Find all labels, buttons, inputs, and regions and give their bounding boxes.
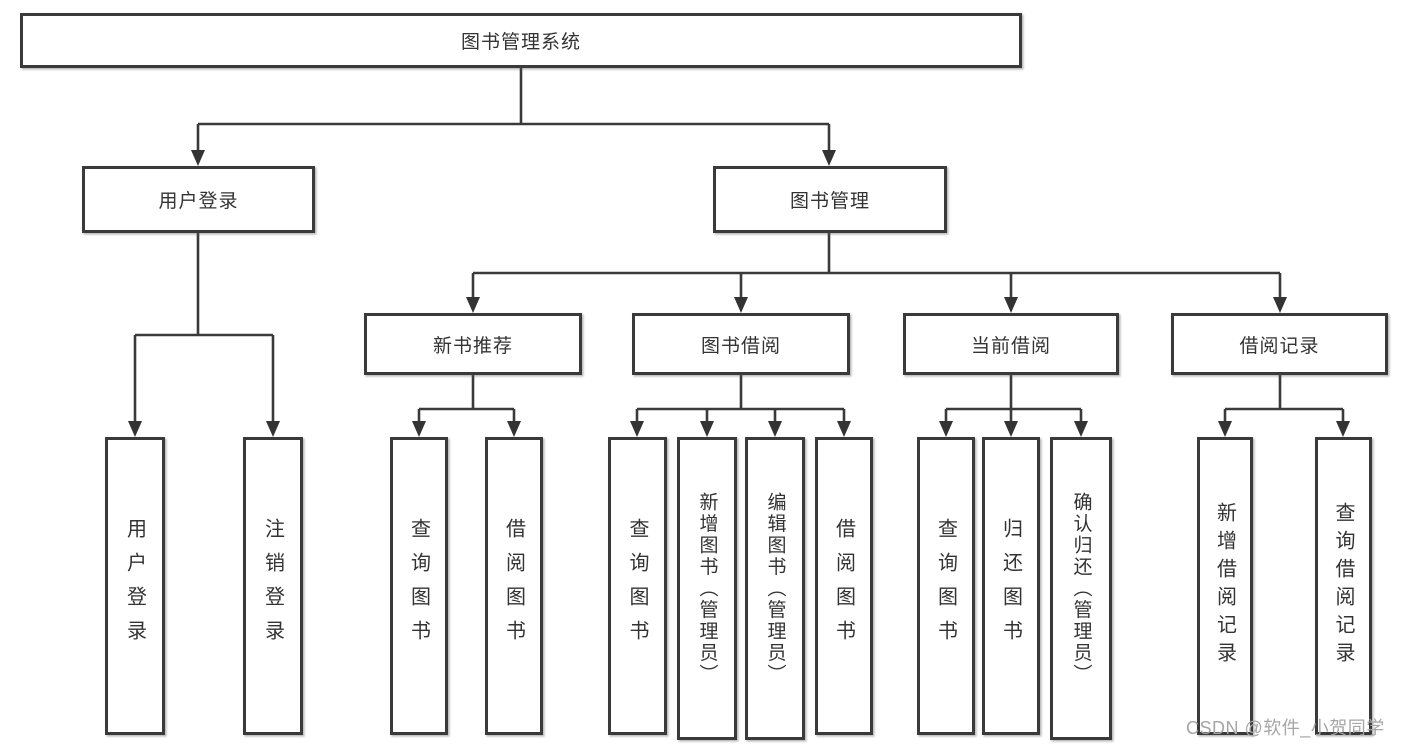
node-logout-leaf: 注销登录 bbox=[243, 437, 303, 735]
node-bb-borrow-books: 借阅图书 bbox=[815, 437, 873, 735]
node-bb-query-books: 查询图书 bbox=[608, 437, 667, 735]
node-current-borrowing: 当前借阅 bbox=[903, 313, 1119, 375]
node-cb-return-books: 归还图书 bbox=[982, 437, 1040, 735]
node-bb-edit-books-admin: 编辑图书（管理员） bbox=[745, 437, 805, 740]
csdn-watermark: CSDN @软件_小贺同学 bbox=[1186, 718, 1385, 738]
node-user-login-leaf: 用户登录 bbox=[105, 437, 165, 735]
node-book-management-branch: 图书管理 bbox=[713, 166, 947, 233]
node-bb-add-books-admin: 新增图书（管理员） bbox=[677, 437, 737, 740]
node-borrowing-records: 借阅记录 bbox=[1171, 313, 1388, 375]
node-root-system: 图书管理系统 bbox=[20, 13, 1022, 68]
node-cb-query-books: 查询图书 bbox=[917, 437, 975, 735]
node-nb-borrow-books: 借阅图书 bbox=[485, 437, 543, 735]
node-cb-confirm-return-admin: 确认归还（管理员） bbox=[1050, 437, 1112, 740]
node-new-book-recommend: 新书推荐 bbox=[364, 313, 582, 375]
node-br-query-record: 查询借阅记录 bbox=[1315, 437, 1372, 735]
node-nb-query-books: 查询图书 bbox=[390, 437, 448, 735]
node-br-add-record: 新增借阅记录 bbox=[1197, 437, 1253, 735]
node-book-borrowing: 图书借阅 bbox=[632, 313, 850, 375]
node-user-login-branch: 用户登录 bbox=[82, 166, 315, 233]
